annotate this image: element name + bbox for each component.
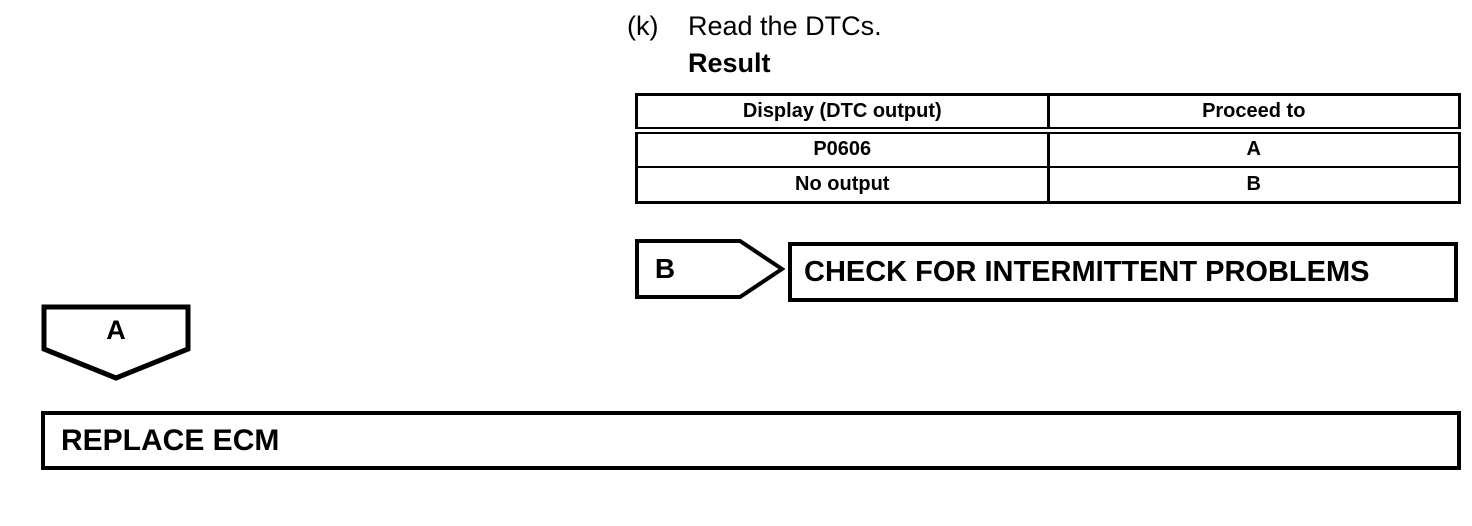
step-instruction: (k) Read the DTCs. Result bbox=[627, 8, 882, 82]
check-intermittent-box: CHECK FOR INTERMITTENT PROBLEMS bbox=[788, 242, 1458, 302]
step-text: Read the DTCs. bbox=[688, 11, 882, 41]
table-row: No output B bbox=[635, 165, 1461, 204]
connector-b: B bbox=[635, 239, 785, 299]
cell-dtc-output: P0606 bbox=[635, 129, 1050, 168]
connector-a: A bbox=[41, 304, 191, 382]
step-marker: (k) bbox=[627, 11, 659, 41]
column-header-proceed: Proceed to bbox=[1046, 93, 1461, 134]
column-header-display: Display (DTC output) bbox=[635, 93, 1050, 134]
connector-b-label: B bbox=[654, 253, 676, 284]
table-row: P0606 A bbox=[635, 129, 1461, 168]
right-pentagon-arrow-icon bbox=[635, 239, 785, 299]
down-pentagon-arrow-icon bbox=[41, 304, 191, 381]
step-line: (k) Read the DTCs. bbox=[627, 8, 882, 45]
check-intermittent-label: CHECK FOR INTERMITTENT PROBLEMS bbox=[804, 255, 1370, 288]
table-header-row: Display (DTC output) Proceed to bbox=[635, 93, 1461, 134]
replace-ecm-label: REPLACE ECM bbox=[61, 423, 280, 457]
result-label: Result bbox=[688, 48, 771, 78]
replace-ecm-box: REPLACE ECM bbox=[41, 411, 1461, 470]
cell-proceed-to: B bbox=[1046, 165, 1461, 204]
cell-dtc-output: No output bbox=[635, 165, 1050, 204]
result-table: Display (DTC output) Proceed to P0606 A … bbox=[635, 93, 1461, 204]
cell-proceed-to: A bbox=[1046, 129, 1461, 168]
connector-a-label: A bbox=[106, 314, 126, 345]
